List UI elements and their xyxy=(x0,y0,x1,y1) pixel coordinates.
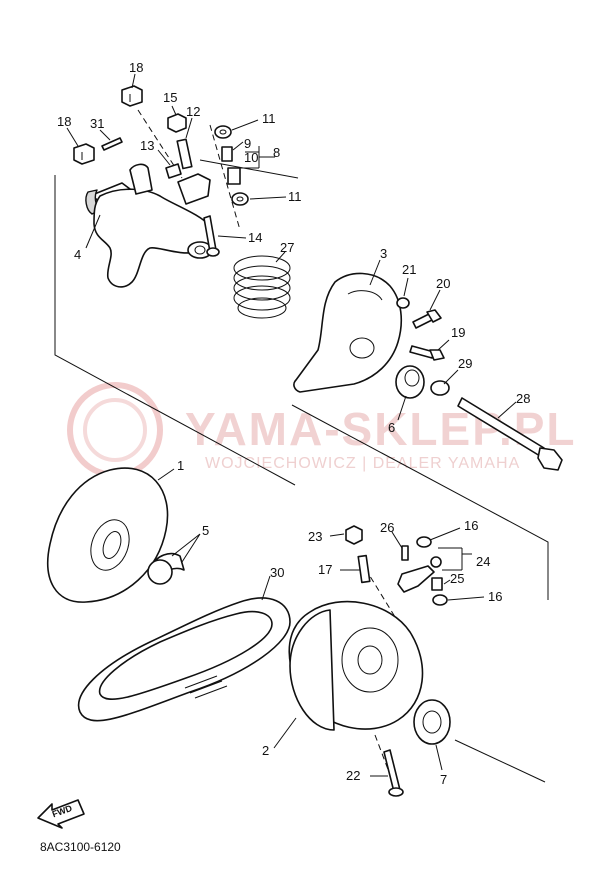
part-12-rod xyxy=(176,138,193,170)
callout-15: 15 xyxy=(163,90,177,105)
callout-11-bottom: 11 xyxy=(288,189,302,204)
part-15-nut xyxy=(167,113,187,133)
part-4-primary-fixed-assembly xyxy=(85,163,213,288)
callout-24: 24 xyxy=(476,554,490,569)
part-22-bolt xyxy=(383,749,404,797)
callout-20: 20 xyxy=(436,276,450,291)
callout-28: 28 xyxy=(516,391,530,406)
callout-19: 19 xyxy=(451,325,465,340)
part-24-guide xyxy=(397,556,442,593)
part-16-washer-bottom xyxy=(432,594,448,606)
callout-23: 23 xyxy=(308,529,322,544)
callout-16-top: 16 xyxy=(464,518,478,533)
part-11-washer-top xyxy=(214,125,232,139)
callout-16-bottom: 16 xyxy=(488,589,502,604)
part-23-nut xyxy=(345,525,363,545)
callout-22: 22 xyxy=(346,768,360,783)
callout-6: 6 xyxy=(388,420,395,435)
callout-3: 3 xyxy=(380,246,387,261)
part-31-pin xyxy=(101,137,123,151)
callout-2: 2 xyxy=(262,743,269,758)
part-20-bolt xyxy=(412,309,442,329)
part-28-long-bolt xyxy=(457,397,563,471)
callout-21: 21 xyxy=(402,262,416,277)
part-1-sheave xyxy=(46,467,169,603)
callout-29: 29 xyxy=(458,356,472,371)
diagram-code: 8AC3100-6120 xyxy=(40,840,121,854)
callout-9: 9 xyxy=(244,136,251,151)
part-2-secondary-sheave xyxy=(288,600,424,731)
callout-12: 12 xyxy=(186,104,200,119)
part-5-bushing xyxy=(147,552,185,585)
part-29-collar xyxy=(430,380,450,396)
part-6-bearing xyxy=(395,365,425,399)
part-25-spacer xyxy=(431,577,443,591)
leader-lines xyxy=(66,73,517,777)
part-17-pin xyxy=(357,554,371,584)
callout-7: 7 xyxy=(440,772,447,787)
part-30-belt xyxy=(77,597,291,722)
part-11-washer-bottom xyxy=(231,192,249,206)
watermark-subtitle: WOJCIECHOWICZ | DEALER YAMAHA xyxy=(205,455,520,472)
callout-17: 17 xyxy=(318,562,332,577)
part-3-cover xyxy=(293,272,403,393)
part-9-10-adjuster xyxy=(221,146,241,185)
callout-13: 13 xyxy=(140,138,154,153)
part-14-bolt xyxy=(203,215,220,257)
callout-18-left: 18 xyxy=(57,114,71,129)
part-21-washer xyxy=(396,297,410,309)
part-18-slider-left xyxy=(73,143,95,165)
callout-25: 25 xyxy=(450,571,464,586)
callout-5: 5 xyxy=(202,523,209,538)
callout-27: 27 xyxy=(280,240,294,255)
callout-30: 30 xyxy=(270,565,284,580)
callout-11-top: 11 xyxy=(262,111,276,126)
callout-labels: 18 18 31 13 15 12 11 9 10 8 11 14 27 4 3… xyxy=(57,60,530,787)
callout-14: 14 xyxy=(248,230,262,245)
part-7-seal xyxy=(413,699,451,745)
part-26-pin xyxy=(401,545,409,561)
part-13-pin xyxy=(165,163,182,179)
part-16-washer-top xyxy=(416,536,432,548)
callout-1: 1 xyxy=(177,458,184,473)
watermark-name: YAMA-SKLEP.PL xyxy=(185,403,577,455)
fwd-arrow-icon: FWD xyxy=(37,799,85,829)
part-19-bolt xyxy=(409,345,445,361)
part-27-spring xyxy=(233,255,291,319)
callout-26: 26 xyxy=(380,520,394,535)
callout-31: 31 xyxy=(90,116,104,131)
callout-10: 10 xyxy=(244,150,258,165)
callout-18-top: 18 xyxy=(129,60,143,75)
callout-8: 8 xyxy=(273,145,280,160)
part-18-slider-top xyxy=(121,85,143,107)
callout-4: 4 xyxy=(74,247,81,262)
